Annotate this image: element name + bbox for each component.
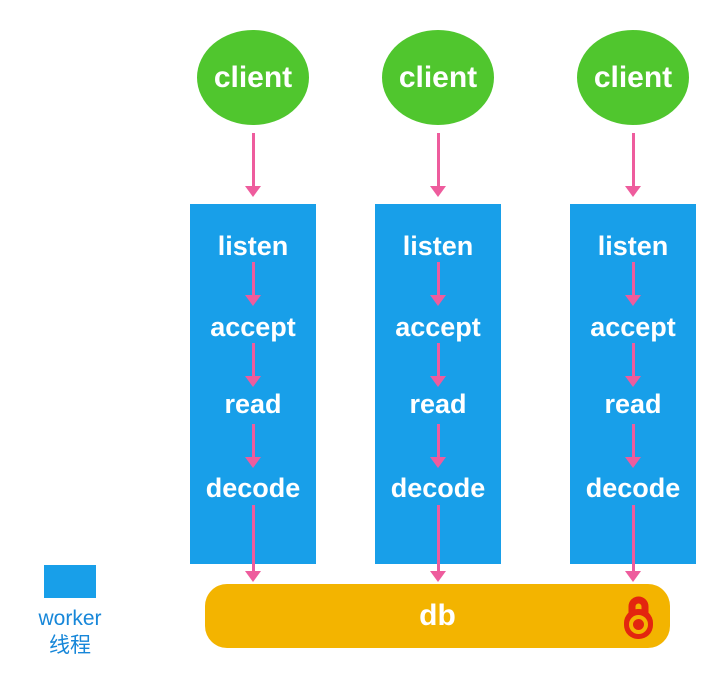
client-node: client [382, 30, 494, 125]
step-accept: accept [590, 312, 676, 342]
arrow-shaft [631, 262, 635, 297]
client-label: client [398, 60, 478, 94]
step-accept: accept [210, 312, 296, 342]
arrow-read-to-decode [625, 424, 641, 468]
arrow-listen-to-accept [430, 262, 446, 306]
client-node: client [577, 30, 689, 125]
arrow-shaft [251, 133, 255, 188]
worker-thread-swatch [44, 565, 96, 598]
arrow-shaft [631, 133, 635, 188]
arrow-client-to-worker [430, 133, 446, 197]
arrow-shaft [631, 343, 635, 378]
step-decode: decode [585, 473, 681, 503]
pipeline-column-1: client listen accept read decode [190, 30, 316, 650]
step-listen: listen [402, 231, 474, 261]
arrow-client-to-worker [245, 133, 261, 197]
step-listen: listen [217, 231, 289, 261]
worker-thread-box: listen accept read decode [375, 204, 501, 564]
db-node: db [205, 584, 670, 648]
pipeline-column-3: client listen accept read decode [570, 30, 696, 650]
arrow-shaft [631, 424, 635, 459]
arrow-shaft [436, 262, 440, 297]
step-decode: decode [205, 473, 301, 503]
legend: worker 线程 [34, 565, 106, 657]
step-read: read [604, 389, 662, 419]
arrow-accept-to-read [430, 343, 446, 387]
step-read: read [224, 389, 282, 419]
arrow-shaft [436, 133, 440, 188]
client-node: client [197, 30, 309, 125]
arrow-listen-to-accept [625, 262, 641, 306]
worker-thread-box: listen accept read decode [190, 204, 316, 564]
arrow-listen-to-accept [245, 262, 261, 306]
arrow-shaft [436, 343, 440, 378]
arrow-read-to-decode [245, 424, 261, 468]
legend-label-thread: 线程 [49, 634, 91, 657]
legend-label-worker: worker [38, 607, 102, 630]
arrow-accept-to-read [625, 343, 641, 387]
step-listen: listen [597, 231, 669, 261]
arrow-shaft [251, 262, 255, 297]
arrow-shaft [436, 424, 440, 459]
arrow-client-to-worker [625, 133, 641, 197]
arrow-shaft [251, 424, 255, 459]
lock-icon [624, 596, 653, 639]
step-decode: decode [390, 473, 486, 503]
client-label: client [593, 60, 673, 94]
client-label: client [213, 60, 293, 94]
step-accept: accept [395, 312, 481, 342]
worker-thread-box: listen accept read decode [570, 204, 696, 564]
step-read: read [409, 389, 467, 419]
db-label: db [419, 599, 456, 632]
arrow-shaft [251, 343, 255, 378]
pipeline-column-2: client listen accept read decode [375, 30, 501, 650]
arrow-accept-to-read [245, 343, 261, 387]
arrow-read-to-decode [430, 424, 446, 468]
